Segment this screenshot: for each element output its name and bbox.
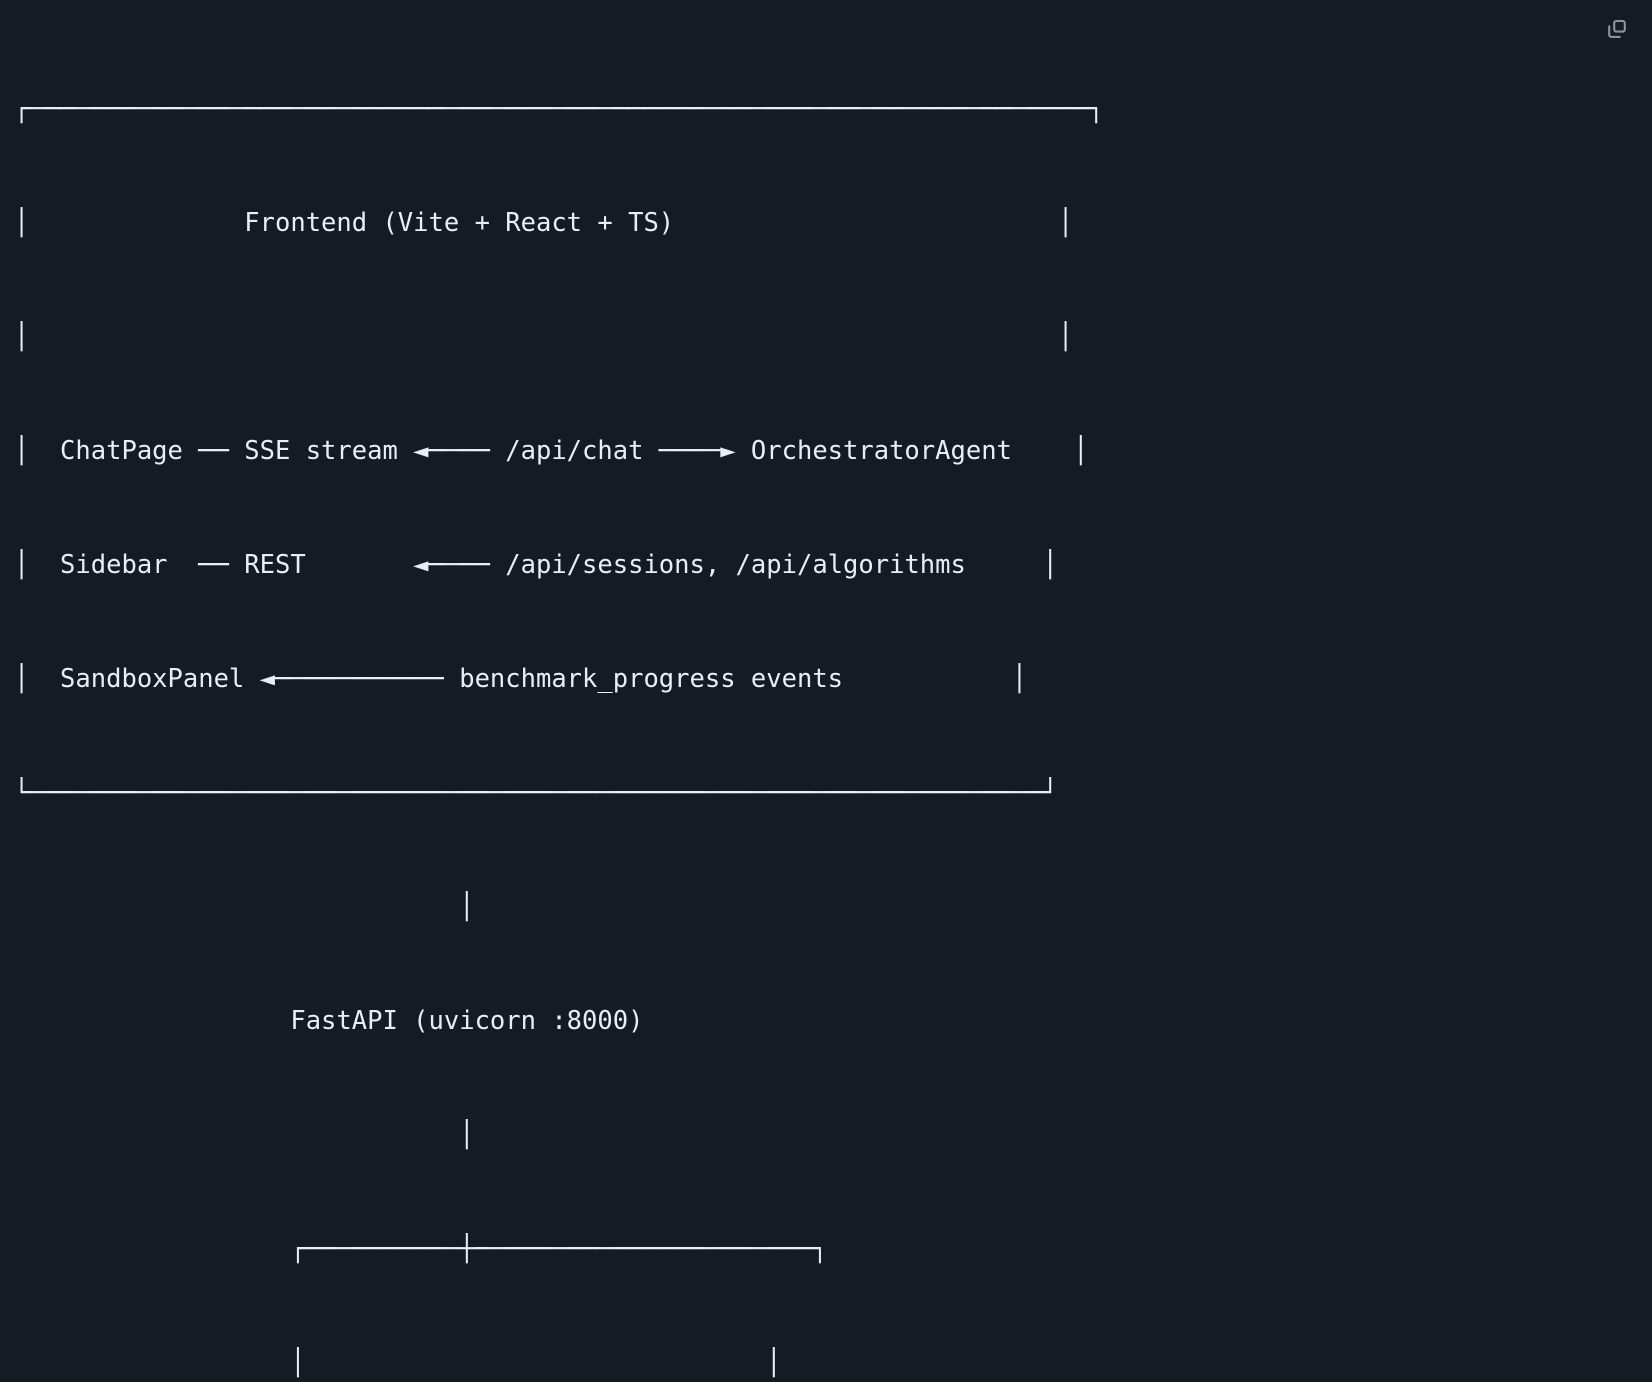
diagram-line: │ SandboxPanel ◄─────────── benchmark_pr… bbox=[14, 664, 1028, 694]
architecture-diagram: ┌───────────────────────────────────────… bbox=[14, 94, 1105, 1378]
diagram-line: │ bbox=[14, 892, 475, 922]
diagram-line: │ Frontend (Vite + React + TS) │ bbox=[14, 208, 1074, 238]
diagram-line: │ ChatPage ── SSE stream ◄──── /api/chat… bbox=[14, 436, 1089, 466]
diagram-line: │ bbox=[14, 1120, 475, 1150]
diagram-line: FastAPI (uvicorn :8000) bbox=[14, 1006, 644, 1036]
copy-icon[interactable] bbox=[1600, 12, 1634, 46]
diagram-line: │ Sidebar ── REST ◄──── /api/sessions, /… bbox=[14, 550, 1058, 580]
diagram-line: └───────────────────────────────────────… bbox=[14, 778, 1058, 808]
diagram-line: ┌──────────┼──────────────────────┐ bbox=[14, 1234, 828, 1264]
diagram-line: │ │ bbox=[14, 1348, 782, 1378]
copy-icon-glyph bbox=[1608, 19, 1626, 38]
diagram-line: │ │ bbox=[14, 322, 1074, 352]
diagram-line: ┌───────────────────────────────────────… bbox=[14, 94, 1105, 124]
